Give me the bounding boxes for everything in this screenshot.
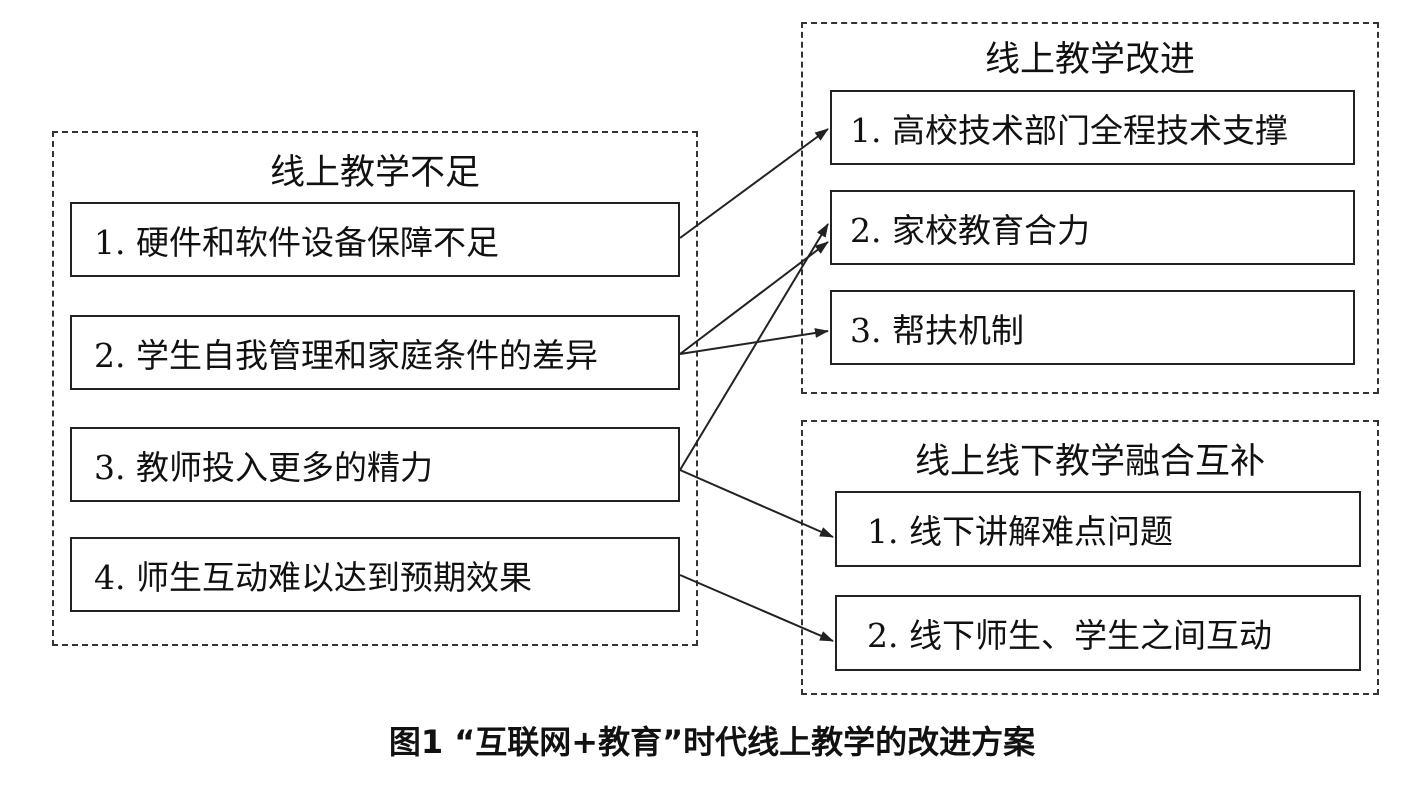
blended-item-offline-interaction: 2. 线下师生、学生之间互动 xyxy=(835,595,1361,671)
top-right-group-title: 线上教学改进 xyxy=(984,40,1195,80)
improvement-item-assistance: 3. 帮扶机制 xyxy=(830,290,1355,365)
left-item-hardware-software: 1. 硬件和软件设备保障不足 xyxy=(70,202,680,277)
bottom-right-group-container: 线上线下教学融合互补 xyxy=(801,420,1379,695)
left-group-title: 线上教学不足 xyxy=(269,153,480,193)
improvement-item-tech-support: 1. 高校技术部门全程技术支撑 xyxy=(830,90,1355,165)
figure-caption: 图1 “互联网+教育”时代线上教学的改进方案 xyxy=(388,723,1036,761)
left-item-interaction: 4. 师生互动难以达到预期效果 xyxy=(70,537,680,612)
improvement-item-home-school: 2. 家校教育合力 xyxy=(830,190,1355,265)
blended-item-offline-lecture: 1. 线下讲解难点问题 xyxy=(835,491,1361,567)
left-item-student-self-management: 2. 学生自我管理和家庭条件的差异 xyxy=(70,315,680,390)
left-item-teacher-effort: 3. 教师投入更多的精力 xyxy=(70,427,680,502)
bottom-right-group-title: 线上线下教学融合互补 xyxy=(914,442,1265,482)
